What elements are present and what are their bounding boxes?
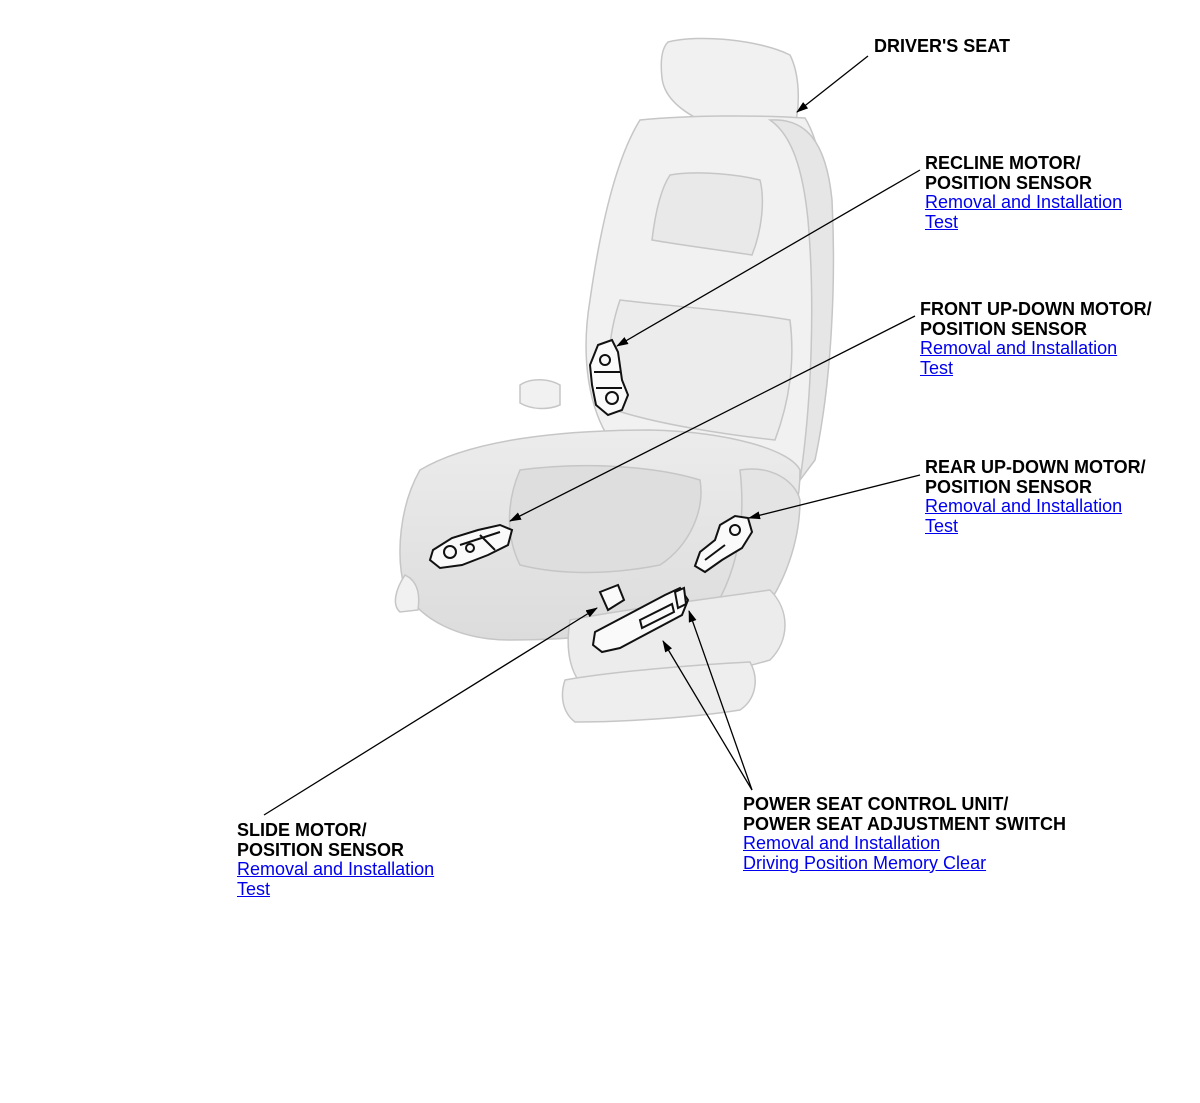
callout-power-seat-control-unit: POWER SEAT CONTROL UNIT/ POWER SEAT ADJU… [743, 794, 1066, 873]
front-title-line2: POSITION SENSOR [920, 318, 1088, 339]
power-seat-title-line1: POWER SEAT CONTROL UNIT/ [743, 794, 1009, 814]
front-removal-link[interactable]: Removal and Installation [920, 338, 1118, 358]
callout-drivers-seat: DRIVER'S SEAT [874, 36, 1010, 57]
recline-lever [519, 379, 561, 410]
leader-recline [616, 169, 921, 347]
recline-title-line1: RECLINE MOTOR/ [925, 153, 1081, 173]
callout-rear-up-down-motor: REAR UP-DOWN MOTOR/ POSITION SENSOR Remo… [925, 457, 1146, 536]
front-bracket [394, 573, 420, 613]
leader-power-seat-2 [688, 610, 753, 791]
leader-front-up-down [509, 315, 916, 522]
leader-rear-up-down [748, 474, 921, 520]
slide-test-link[interactable]: Test [237, 878, 271, 899]
front-up-down-motor-illustration [428, 523, 514, 570]
backrest-panel [651, 172, 764, 256]
recline-removal-link[interactable]: Removal and Installation [925, 192, 1123, 212]
front-title-line1: FRONT UP-DOWN MOTOR/ [920, 299, 1152, 319]
leader-slide [263, 607, 598, 816]
seat-rail [561, 661, 756, 723]
backrest-bolster [767, 119, 835, 481]
slide-title-line2: POSITION SENSOR [237, 839, 405, 860]
memory-clear-link[interactable]: Driving Position Memory Clear [743, 852, 987, 873]
leader-drivers-seat [796, 55, 869, 113]
power-seat-control-unit-illustration [591, 583, 690, 654]
slide-removal-link[interactable]: Removal and Installation [237, 859, 435, 879]
power-seat-removal-link[interactable]: Removal and Installation [743, 833, 941, 853]
callout-slide-motor: SLIDE MOTOR/ POSITION SENSOR Removal and… [237, 820, 435, 899]
callout-recline-motor: RECLINE MOTOR/ POSITION SENSOR Removal a… [925, 153, 1123, 232]
rear-up-down-motor-illustration [693, 514, 754, 574]
rear-title-line2: POSITION SENSOR [925, 476, 1093, 497]
leader-lines [263, 55, 921, 816]
drivers-seat-illustration [394, 37, 835, 723]
slide-title-line1: SLIDE MOTOR/ [237, 820, 367, 840]
recline-title-line2: POSITION SENSOR [925, 172, 1093, 193]
rear-removal-link[interactable]: Removal and Installation [925, 496, 1123, 516]
rear-title-line1: REAR UP-DOWN MOTOR/ [925, 457, 1146, 477]
recline-test-link[interactable]: Test [925, 211, 959, 232]
rear-test-link[interactable]: Test [925, 515, 959, 536]
cushion-center-panel [508, 464, 702, 574]
drivers-seat-label: DRIVER'S SEAT [874, 36, 1010, 56]
recline-motor-illustration [588, 338, 630, 417]
front-test-link[interactable]: Test [920, 357, 954, 378]
headrest [660, 37, 800, 129]
callout-front-up-down-motor: FRONT UP-DOWN MOTOR/ POSITION SENSOR Rem… [920, 299, 1152, 378]
leader-power-seat-1 [662, 640, 753, 791]
power-seat-title-line2: POWER SEAT ADJUSTMENT SWITCH [743, 813, 1066, 834]
